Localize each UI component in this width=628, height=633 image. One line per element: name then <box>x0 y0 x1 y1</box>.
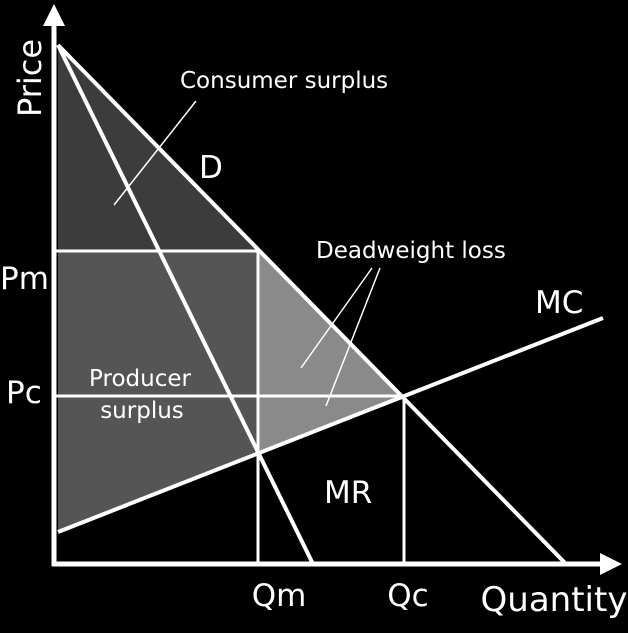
deadweight-loss-region <box>258 251 404 453</box>
producer-surplus-region <box>58 251 258 532</box>
pm-label: Pm <box>0 261 49 297</box>
y-axis-label: Price <box>11 39 49 117</box>
qm-label: Qm <box>252 578 307 614</box>
x-axis-arrowhead <box>600 553 622 575</box>
marginal-revenue-label: MR <box>324 475 372 511</box>
deadweight-loss-leader-2 <box>325 267 381 407</box>
marginal-cost-curve <box>57 316 604 534</box>
deadweight-loss-leader-1 <box>300 267 373 369</box>
pc-label: Pc <box>6 375 42 411</box>
marginal-cost-label: MC <box>535 285 583 321</box>
consumer-surplus-leader <box>113 100 197 206</box>
producer-surplus-label-line1: Producer <box>89 366 191 392</box>
demand-label: D <box>199 150 223 186</box>
x-axis-label: Quantity <box>481 580 628 620</box>
producer-surplus-label-line2: surplus <box>100 398 184 424</box>
deadweight-loss-label: Deadweight loss <box>316 238 506 264</box>
consumer-surplus-label: Consumer surplus <box>180 68 388 94</box>
demand-curve <box>56 43 568 566</box>
y-axis-arrowhead <box>43 4 65 26</box>
qc-label: Qc <box>387 578 428 614</box>
marginal-revenue-curve <box>56 44 315 565</box>
